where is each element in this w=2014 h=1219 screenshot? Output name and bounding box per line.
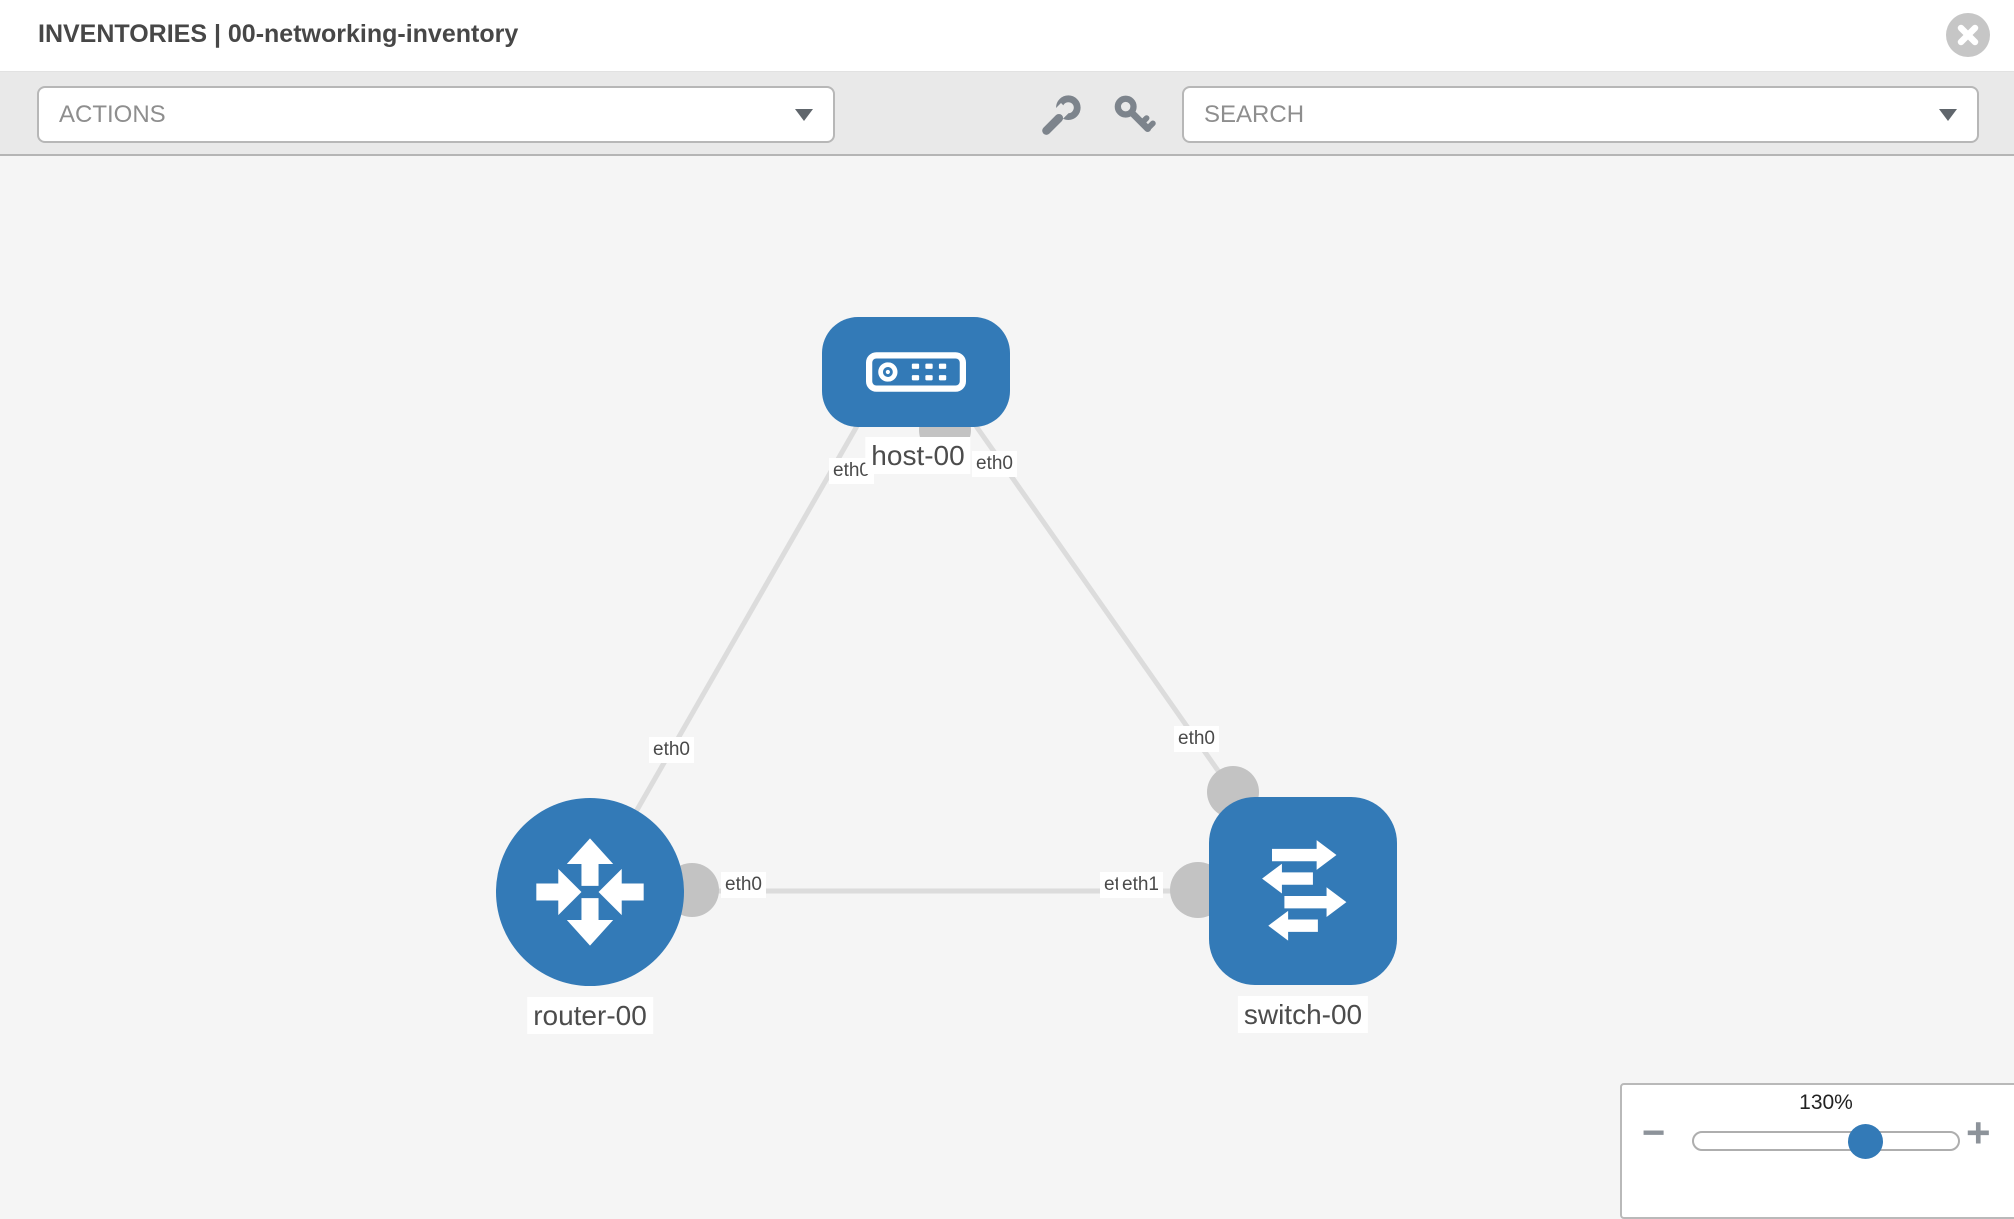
search-dropdown[interactable]: SEARCH xyxy=(1182,86,1979,143)
run-command-button[interactable] xyxy=(1038,92,1084,138)
node-label-host-00: host-00 xyxy=(865,437,971,474)
key-icon xyxy=(1114,95,1156,132)
topology-graph xyxy=(587,404,1303,918)
host-server-icon xyxy=(866,352,966,392)
page-title: INVENTORIES | 00-networking-inventory xyxy=(38,20,519,48)
switch-icon xyxy=(1262,840,1347,941)
node-host-00[interactable] xyxy=(822,317,1010,427)
topology-canvas[interactable]: eth0 eth0 eth0 eth0 eth0 eth0 eth1 host-… xyxy=(0,156,2014,1219)
node-switch-00[interactable] xyxy=(1209,797,1397,985)
interface-label-host-switch-host-side: eth0 xyxy=(972,451,1017,477)
close-icon xyxy=(1957,24,1979,46)
zoom-level-value: 130% xyxy=(1799,1091,1853,1114)
zoom-in-button[interactable]: + xyxy=(1966,1109,1991,1156)
interface-label-router-switch-switch-side: eth1 xyxy=(1118,872,1163,898)
chevron-down-icon xyxy=(1939,108,1957,121)
zoom-out-button[interactable]: − xyxy=(1642,1111,1666,1155)
panel-header: INVENTORIES | 00-networking-inventory xyxy=(0,0,2014,72)
node-router-00[interactable] xyxy=(496,798,684,986)
zoom-slider-track[interactable] xyxy=(1692,1131,1960,1151)
chevron-down-icon xyxy=(795,108,813,121)
node-label-switch-00: switch-00 xyxy=(1237,996,1369,1033)
router-icon xyxy=(536,838,644,946)
search-dropdown-label: SEARCH xyxy=(1204,100,1305,128)
toolbar-tools xyxy=(1038,86,1156,143)
zoom-slider-thumb[interactable] xyxy=(1848,1124,1883,1159)
interface-label-host-switch-switch-side: eth0 xyxy=(1174,726,1219,752)
interface-label-host-router-router-side: eth0 xyxy=(649,737,694,763)
actions-dropdown[interactable]: ACTIONS xyxy=(37,86,835,143)
close-button[interactable] xyxy=(1946,13,1990,57)
interface-label-router-switch-router-side: eth0 xyxy=(721,872,766,898)
wrench-icon xyxy=(1042,94,1081,135)
zoom-control-panel: 130% − + xyxy=(1620,1083,2014,1219)
actions-dropdown-label: ACTIONS xyxy=(59,100,166,128)
node-label-router-00: router-00 xyxy=(527,997,653,1034)
toolbar: ACTIONS SEARCH xyxy=(0,72,2014,156)
credentials-button[interactable] xyxy=(1110,92,1156,138)
